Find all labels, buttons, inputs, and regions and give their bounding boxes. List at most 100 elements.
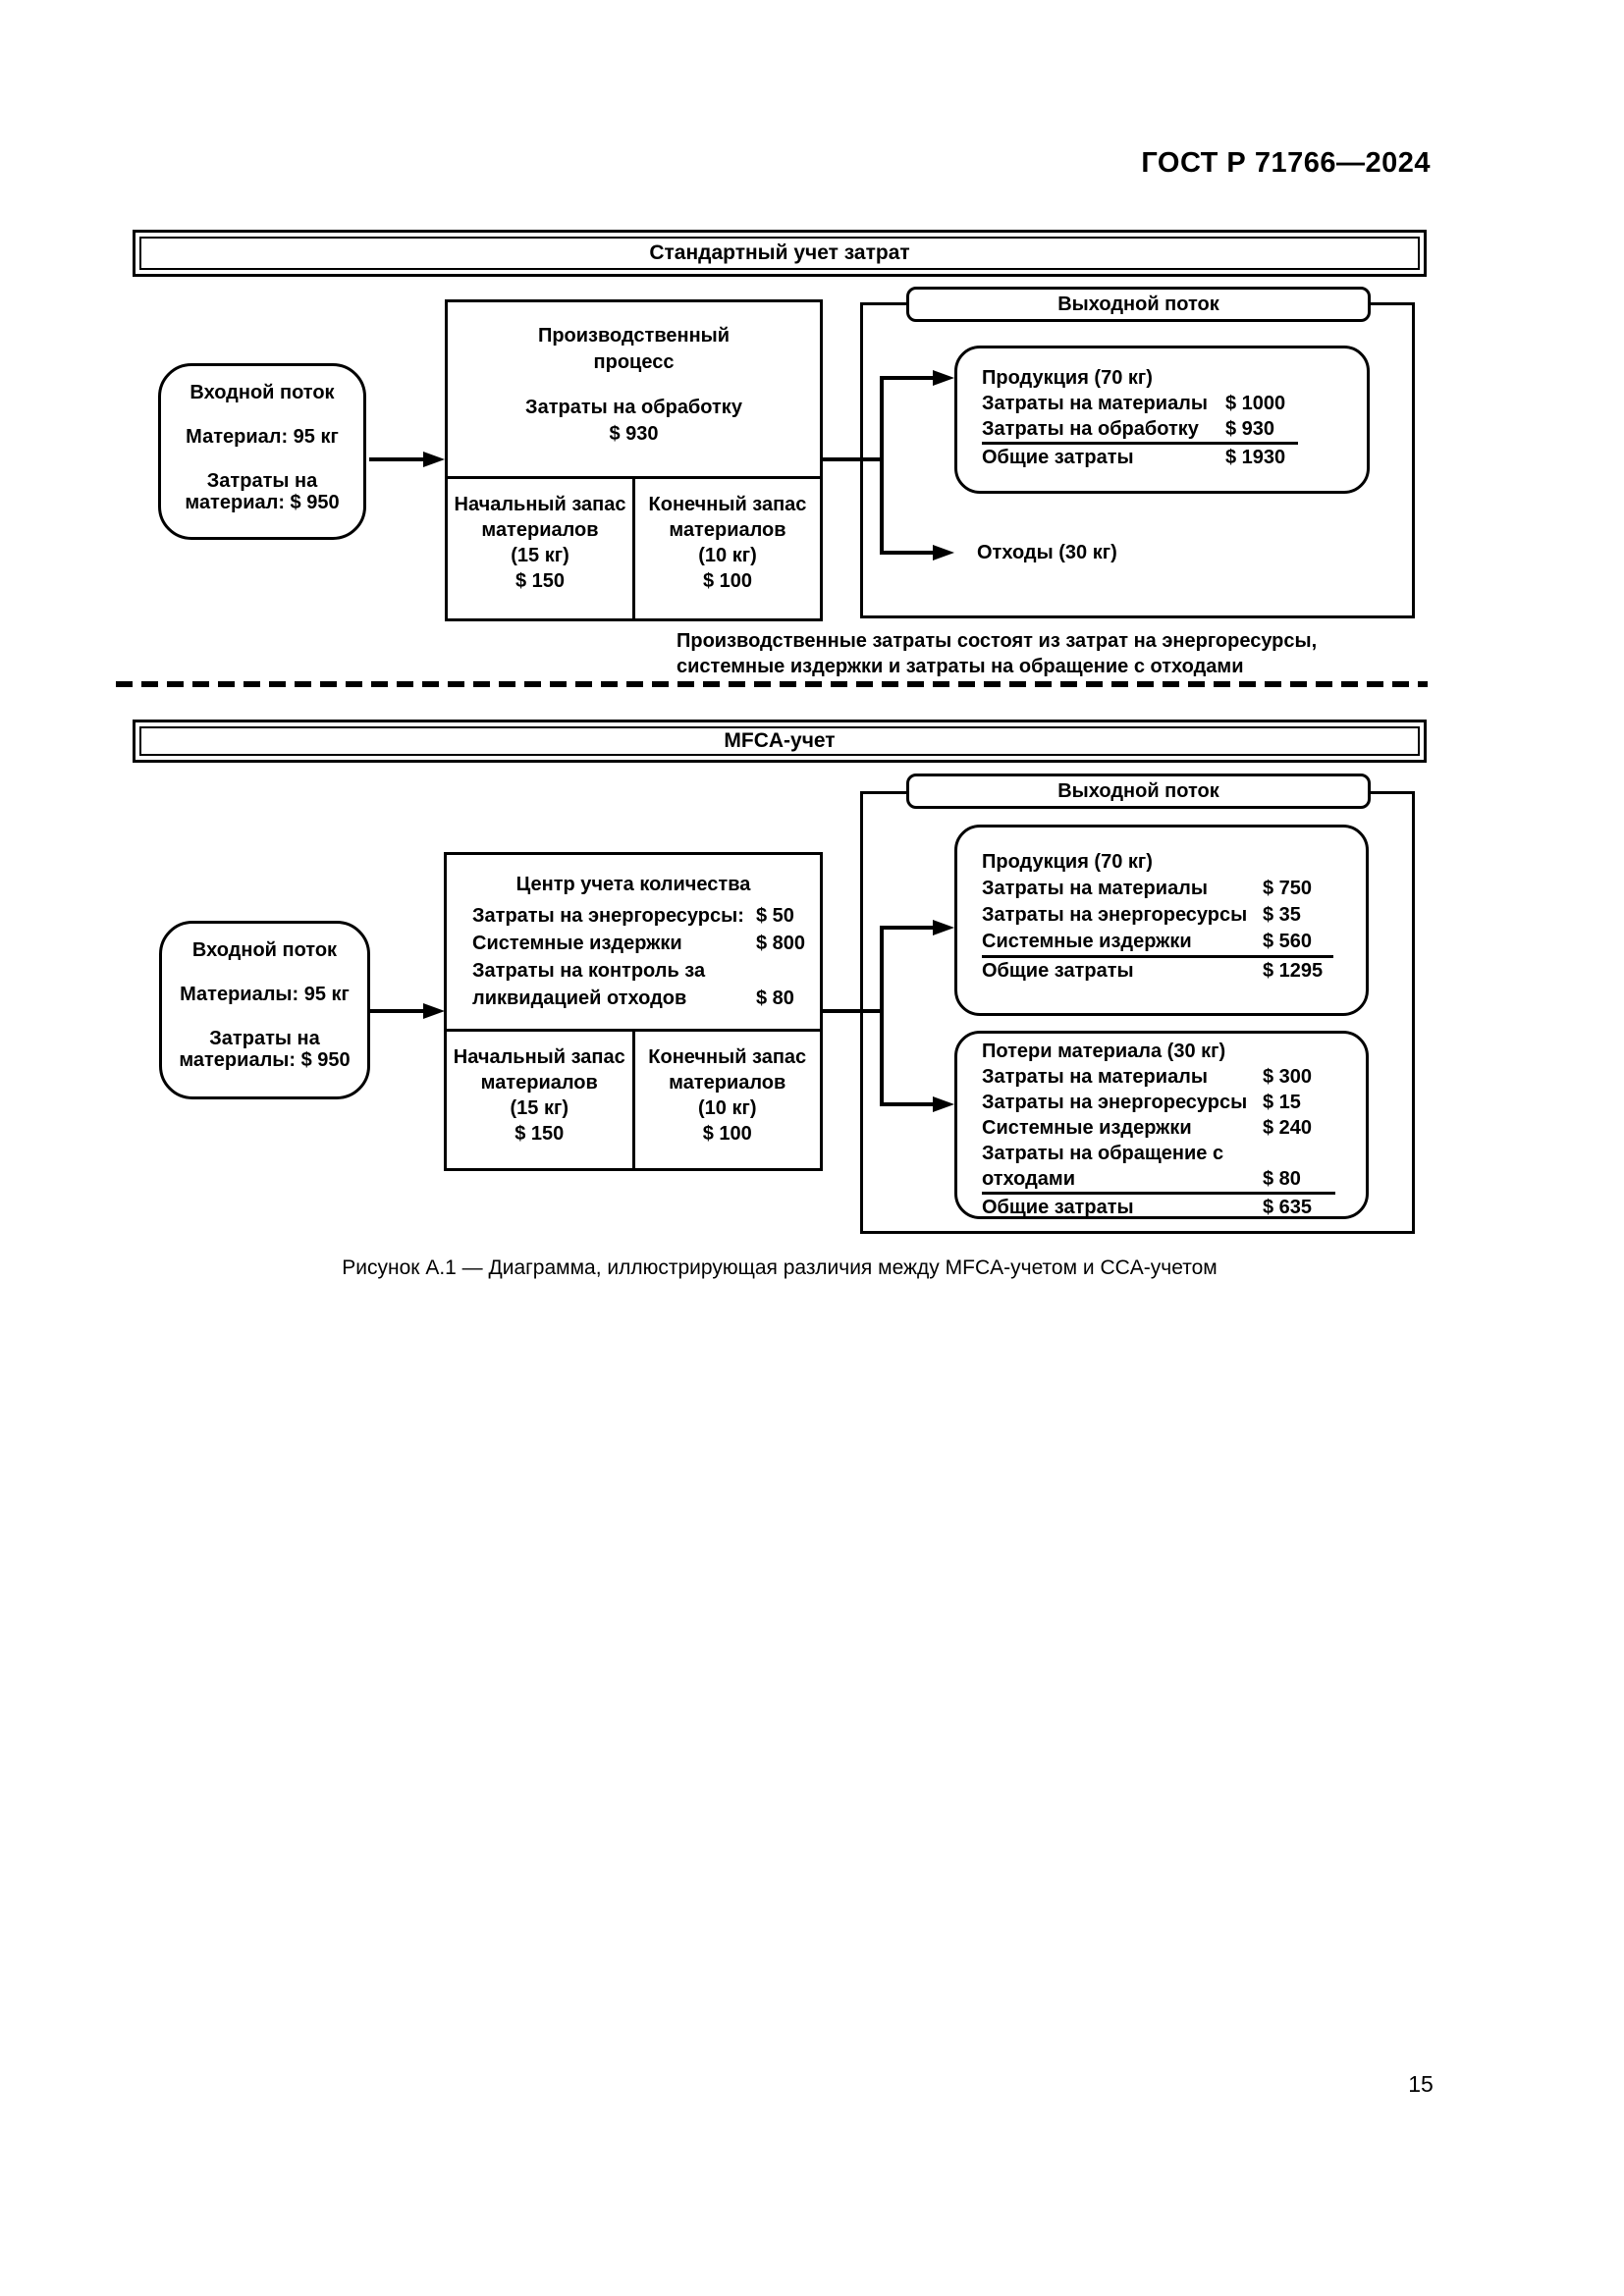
branch-line-to-product [880,376,933,380]
input-cost-line-1: Затраты на [209,1028,320,1049]
row-label: Общие затраты [982,1197,1134,1218]
row-label: Затраты на материалы [982,1066,1208,1088]
opening-stock-cell: Начальный запас материалов (15 кг) $ 150 [447,1032,632,1168]
loss-row: Затраты на материалы $ 300 [982,1064,1335,1090]
mfca-section-title: MFCA-учет [139,726,1420,756]
closing-stock-qty: (10 кг) [698,545,757,566]
row-label: Общие затраты [982,960,1134,982]
process-cost-value: $ 930 [609,423,659,445]
branch-line-to-product [880,926,933,930]
line-center-to-output [820,1009,882,1013]
arrowhead-icon [933,370,954,386]
row-label: ликвидацией отходов [472,988,687,1009]
figure-caption: Рисунок А.1 — Диаграмма, иллюстрирующая … [342,1256,1218,1279]
quantity-center-box: Центр учета количества Затраты на энерго… [444,852,823,1171]
input-cost-line-2: материал: $ 950 [185,492,340,513]
row-value: $ 1295 [1263,960,1324,982]
standard-output-flow-tab: Выходной поток [906,287,1371,322]
closing-stock-qty: (10 кг) [698,1097,757,1119]
page-number: 15 [1408,2071,1434,2097]
row-value: $ 1000 [1225,393,1286,414]
line-process-to-output [820,457,882,461]
branch-line-vertical [880,926,884,1106]
closing-stock-line-2: материалов [669,1072,786,1094]
row-value: $ 80 [756,988,794,1009]
standard-section-banner: Стандартный учет затрат [133,230,1427,277]
closing-stock-cell: Конечный запас материалов (10 кг) $ 100 [631,1032,821,1168]
opening-stock-cost: $ 150 [514,1123,565,1145]
center-row: ликвидацией отходов $ 80 [472,985,820,1012]
product-row: Продукция (70 кг) [982,849,1333,876]
arrow-line-input-to-center [369,1009,424,1013]
row-label: Затраты на материалы [982,878,1208,899]
product-row: Затраты на энергоресурсы $ 35 [982,902,1333,929]
opening-stock-line-2: материалов [480,1072,598,1094]
opening-stock-line-1: Начальный запас [454,494,626,515]
process-title-line-1: Производственный [537,325,731,347]
branch-line-to-loss [880,1102,933,1106]
product-total-row: Общие затраты $ 1295 [982,958,1333,985]
row-label: Системные издержки [982,1117,1192,1139]
opening-stock-line-1: Начальный запас [453,1046,625,1068]
stock-row: Начальный запас материалов (15 кг) $ 150… [448,476,820,618]
arrowhead-icon [933,545,954,561]
branch-line-vertical [880,376,884,555]
note-line-1: Производственные затраты состоят из затр… [677,630,1318,652]
closing-stock-cost: $ 100 [702,570,753,592]
closing-stock-line-1: Конечный запас [648,494,807,515]
mfca-input-flow-box: Входной поток Материалы: 95 кг Затраты н… [159,921,370,1099]
output-flow-title: Выходной поток [1057,779,1219,802]
row-value: $ 635 [1263,1197,1313,1218]
loss-row: отходами $ 80 [982,1166,1335,1195]
loss-row: Потери материала (30 кг) [982,1039,1335,1064]
row-value: $ 800 [756,933,806,954]
opening-stock-qty: (15 кг) [510,1097,568,1119]
loss-row: Системные издержки $ 240 [982,1115,1335,1141]
row-label: Затраты на энергоресурсы: [472,905,744,927]
product-row: Затраты на обработку $ 930 [982,416,1298,445]
row-value: $ 750 [1263,878,1313,899]
row-label: отходами [982,1168,1075,1190]
mfca-material-loss-box: Потери материала (30 кг) Затраты на мате… [954,1031,1369,1219]
input-flow-title: Входной поток [191,939,338,961]
input-flow-title: Входной поток [189,382,335,403]
loss-total-row: Общие затраты $ 635 [982,1195,1335,1220]
production-process-text: Производственный процесс Затраты на обра… [448,302,820,476]
row-label: Потери материала (30 кг) [982,1041,1226,1062]
quantity-center-title: Центр учета количества [515,874,751,895]
mfca-product-box: Продукция (70 кг) Затраты на материалы $… [954,825,1369,1016]
input-material-line: Материалы: 95 кг [180,984,350,1005]
row-label: Затраты на обращение с [982,1143,1224,1164]
mfca-section-banner: MFCA-учет [133,720,1427,763]
opening-stock-cost: $ 150 [514,570,566,592]
process-title-line-2: процесс [593,351,675,373]
row-value: $ 240 [1263,1117,1313,1139]
waste-label: Отходы (30 кг) [977,542,1117,563]
branch-line-to-waste [880,551,933,555]
standard-product-box: Продукция (70 кг) Затраты на материалы $… [954,346,1370,494]
closing-stock-line-2: материалов [669,519,786,541]
row-label: Продукция (70 кг) [982,851,1153,873]
closing-stock-line-1: Конечный запас [648,1046,807,1068]
mfca-output-flow-tab: Выходной поток [906,774,1371,809]
product-row: Затраты на материалы $ 750 [982,876,1333,902]
arrowhead-icon [423,1003,445,1019]
row-label: Затраты на обработку [982,418,1199,440]
row-label: Затраты на контроль за [472,960,706,982]
row-value: $ 35 [1263,904,1301,926]
arrow-line-input-to-process [369,457,424,461]
doc-standard-number: ГОСТ Р 71766—2024 [1141,147,1431,179]
row-label: Затраты на материалы [982,393,1208,414]
opening-stock-line-2: материалов [481,519,599,541]
row-value: $ 1930 [1225,447,1286,468]
section-divider-dashed-line [116,681,1428,687]
row-label: Системные издержки [982,931,1192,952]
product-total-row: Общие затраты $ 1930 [982,445,1298,470]
product-row: Продукция (70 кг) [982,365,1298,391]
row-value: $ 930 [1225,418,1275,440]
row-value: $ 560 [1263,931,1313,952]
quantity-center-text: Центр учета количества Затраты на энерго… [447,855,820,1029]
input-cost-line-2: материалы: $ 950 [179,1049,351,1071]
note-line-2: системные издержки и затраты на обращени… [677,656,1244,677]
